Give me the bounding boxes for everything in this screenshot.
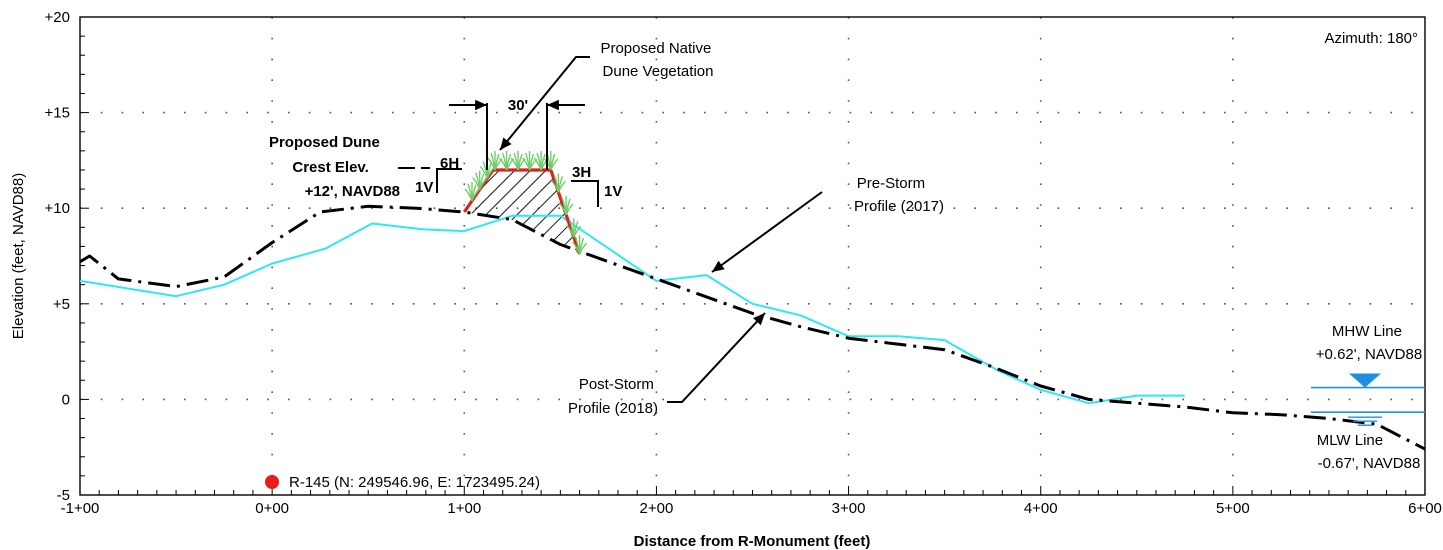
- grass-tuft-icon: [572, 235, 588, 255]
- vegetation-leader-line: [499, 56, 590, 151]
- y-tick-label: +20: [45, 9, 70, 26]
- y-axis-title: Elevation (feet, NAVD88): [10, 173, 27, 339]
- x-tick-label: 6+00: [1408, 500, 1442, 517]
- x-tick-label: 5+00: [1216, 500, 1250, 517]
- pre-storm-label: Pre-Storm Profile (2017): [854, 175, 944, 215]
- mhw-label: MHW Line +0.62', NAVD88: [1316, 323, 1422, 363]
- annotation-leaders: [398, 56, 823, 403]
- y-tick-label: +10: [45, 200, 70, 217]
- dune-crest-label: Proposed Dune Crest Elev. +12', NAVD88: [269, 134, 400, 200]
- native-vegetation-label: Proposed Native Dune Vegetation: [600, 40, 715, 80]
- pre-storm-leader-line: [711, 191, 823, 273]
- x-tick-label: 1+00: [447, 500, 481, 517]
- minor-ticks: [79, 16, 1426, 496]
- x-tick-label: 3+00: [832, 500, 866, 517]
- x-tick-label: 0+00: [255, 500, 289, 517]
- post-storm-label: Post-Storm Profile (2018): [568, 376, 658, 417]
- crest-dim-left-arrow: [475, 99, 487, 111]
- grass-tuft-icon: [499, 151, 515, 171]
- vegetation-arrow-head: [500, 137, 512, 150]
- post-storm-leader-line: [667, 312, 766, 403]
- mhw-triangle-icon: [1349, 373, 1381, 388]
- dune-fill-hatch: [464, 170, 580, 255]
- grass-tuft-icon: [566, 218, 582, 238]
- plot-frame: [79, 16, 1426, 496]
- grass-tuft-icon: [510, 151, 526, 171]
- grass-tuft-icon: [522, 151, 538, 171]
- y-axis: -5 0 +5 +10 +15 +20: [45, 9, 70, 504]
- vegetation-icons: [464, 151, 588, 255]
- series-lines: [80, 168, 1425, 451]
- left-slope-symbol: [436, 168, 462, 193]
- grass-tuft-icon: [543, 151, 559, 171]
- left-slope-v-label: 1V: [415, 179, 433, 196]
- x-axis: -1+00 0+00 1+00 2+00 3+00 4+00 5+00 6+00: [61, 500, 1442, 517]
- grass-tuft-icon: [464, 181, 480, 202]
- azimuth-label: Azimuth: 180°: [1324, 30, 1418, 47]
- y-tick-label: +5: [53, 296, 70, 313]
- mlw-label: MLW Line -0.67', NAVD88: [1317, 432, 1421, 472]
- y-tick-label: +15: [45, 105, 70, 122]
- grass-tuft-icon: [550, 173, 566, 193]
- x-axis-title: Distance from R-Monument (feet): [634, 533, 871, 550]
- x-tick-label: -1+00: [61, 500, 100, 517]
- monument-marker: [265, 475, 279, 489]
- right-slope-h-label: 3H: [572, 164, 591, 181]
- x-tick-label: 4+00: [1024, 500, 1058, 517]
- left-slope-h-label: 6H: [440, 155, 459, 172]
- series-0-line: [80, 214, 1185, 405]
- series-1-line: [80, 204, 1425, 451]
- y-tick-label: 0: [62, 391, 70, 408]
- right-slope-symbol: [571, 180, 599, 207]
- gridlines: [80, 17, 1425, 495]
- right-slope-v-label: 1V: [604, 183, 622, 200]
- pre-storm-arrow-head: [712, 260, 725, 272]
- post-storm-arrow-head: [753, 313, 765, 326]
- y-tick-label: -5: [57, 487, 70, 504]
- crest-width-label: 30': [508, 97, 528, 114]
- grass-tuft-icon: [472, 170, 488, 190]
- grass-tuft-icon: [558, 195, 574, 216]
- x-tick-label: 2+00: [640, 500, 674, 517]
- crest-dim-right-arrow: [547, 99, 559, 111]
- monument-label: R-145 (N: 249546.96, E: 1723495.24): [289, 474, 540, 491]
- water-level-markers: [1311, 373, 1425, 426]
